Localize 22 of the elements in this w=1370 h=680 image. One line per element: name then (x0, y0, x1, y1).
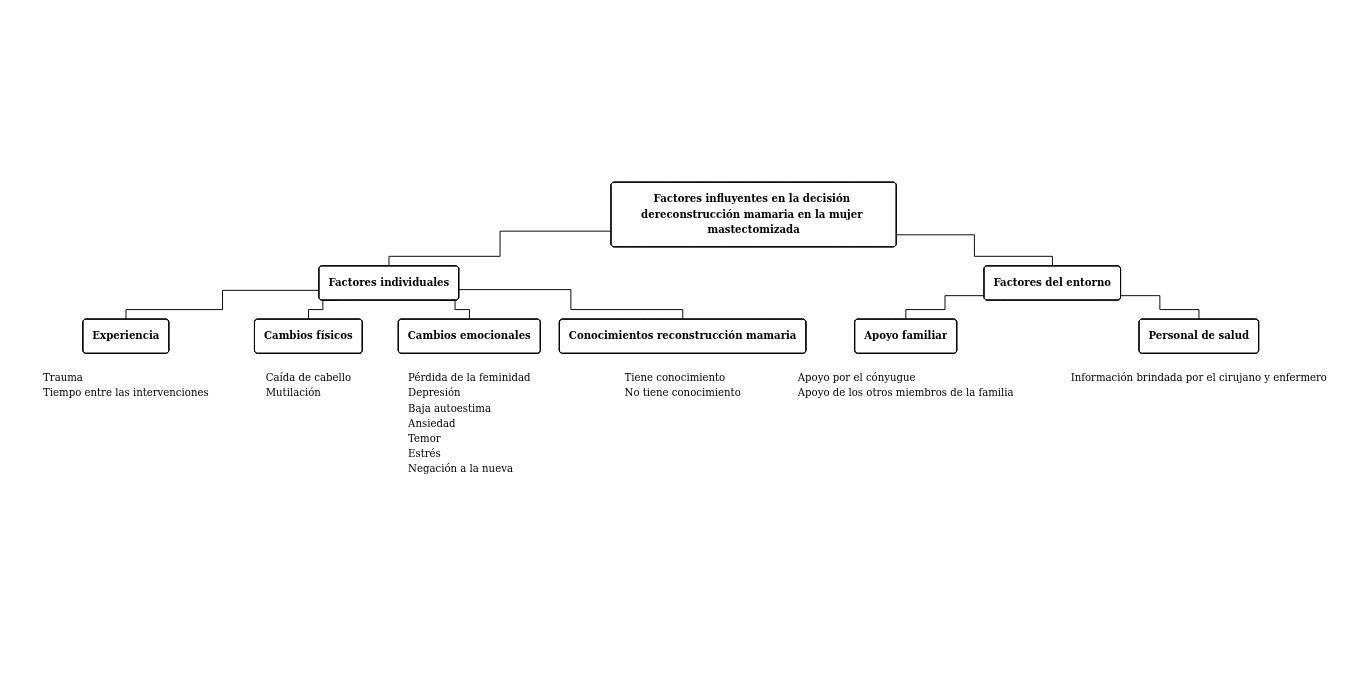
node-label: Tiempo entre las intervenciones (43, 386, 209, 399)
connector (905, 295, 985, 320)
node-label: Mutilación (265, 386, 321, 399)
node-label: Ansiedad (408, 417, 456, 430)
node-label: Trauma (43, 371, 83, 384)
node-label: Baja autoestima (408, 402, 491, 415)
node-label: No tiene conocimiento (624, 386, 741, 399)
node-label: Apoyo por el cónyugue (797, 371, 916, 384)
node-label: Caída de cabello (265, 371, 352, 384)
connector (458, 289, 684, 320)
node-label: Negación a la nueva (408, 462, 513, 476)
connector (1120, 295, 1200, 320)
connector (125, 289, 320, 320)
node-label: Pérdida de la feminidad (408, 371, 531, 384)
node-label: Depresión (408, 386, 461, 399)
node-label: Apoyo de los otros miembros de la familia (797, 386, 1014, 399)
node-label: Estrés (408, 447, 441, 460)
node-label: Temor (408, 432, 441, 445)
node-label: Tiene conocimiento (624, 371, 726, 384)
connector (388, 230, 612, 267)
connector (896, 234, 1054, 267)
node-label: Información brindada por el cirujano y enfermero (1070, 371, 1327, 384)
